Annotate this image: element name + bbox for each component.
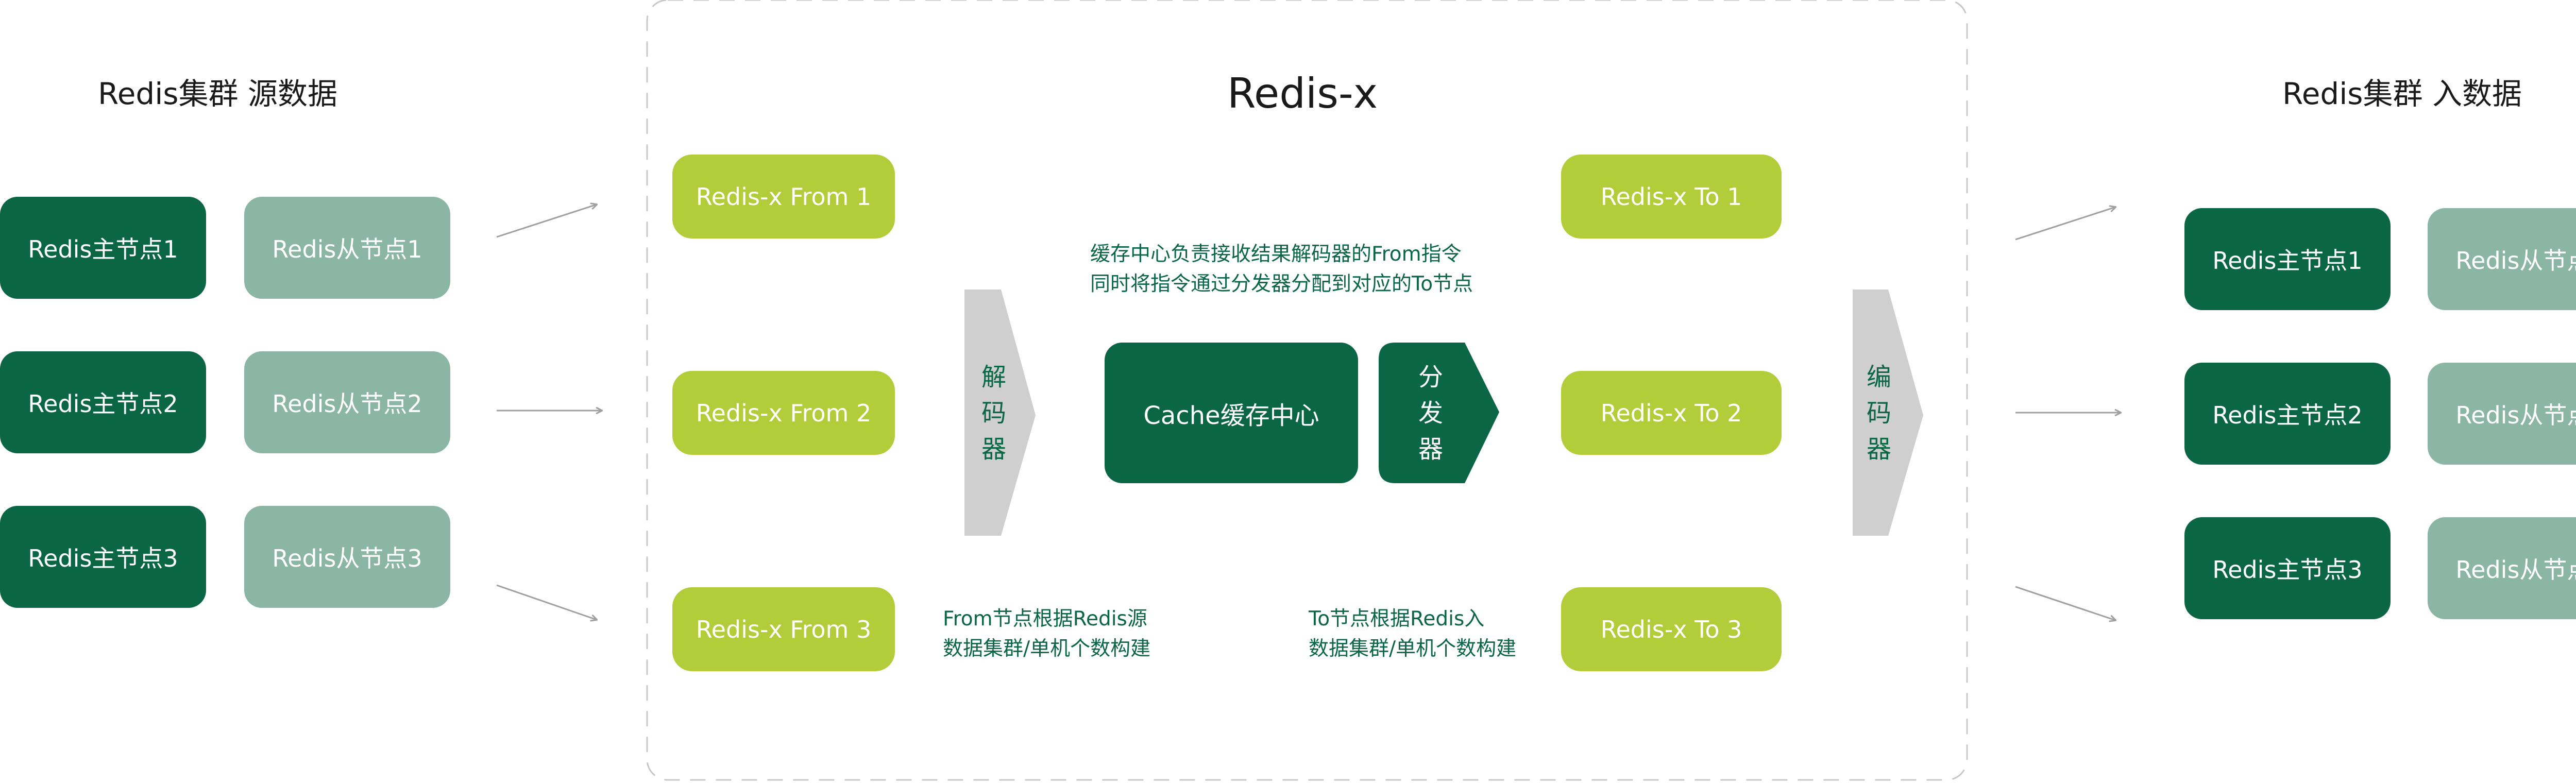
distributor-char-2: 发 [1418, 399, 1443, 428]
distributor-char-3: 器 [1418, 435, 1443, 464]
cache-note-line-1: 缓存中心负责接收结果解码器的From指令 [1090, 243, 1462, 266]
left-master-node-1: Redis主节点1 [0, 197, 206, 299]
right-master-node-2: Redis主节点2 [2184, 363, 2391, 465]
from-note: From节点根据Redis源 数据集群/单机个数构建 [943, 604, 1150, 664]
from-node-2: Redis-x From 2 [672, 371, 895, 455]
decoder-char-3: 器 [981, 435, 1006, 464]
to-note-line-1: To节点根据Redis入 [1309, 607, 1485, 631]
left-slave-node-1: Redis从节点1 [244, 197, 450, 299]
decoder-chevron [964, 290, 1036, 536]
from-node-1: Redis-x From 1 [672, 155, 895, 239]
right-slave-node-2: Redis从节点2 [2428, 363, 2576, 465]
left-master-node-3: Redis主节点3 [0, 506, 206, 608]
arrow-left-3 [496, 584, 597, 620]
left-slave-node-3: Redis从节点3 [244, 506, 450, 608]
arrow-right-1 [2015, 207, 2115, 241]
redis-x-container [646, 0, 1968, 781]
decoder-label: 解 码 器 [980, 359, 1008, 467]
from-note-line-1: From节点根据Redis源 [943, 607, 1147, 631]
to-node-3: Redis-x To 3 [1561, 587, 1782, 671]
encoder-char-3: 器 [1866, 435, 1891, 464]
distributor-label: 分 发 器 [1417, 359, 1445, 467]
right-master-node-3: Redis主节点3 [2184, 517, 2391, 619]
encoder-chevron [1853, 290, 1923, 536]
distributor-char-1: 分 [1418, 363, 1443, 392]
to-node-2: Redis-x To 2 [1561, 371, 1782, 455]
cache-center: Cache缓存中心 [1105, 343, 1358, 483]
cache-note: 缓存中心负责接收结果解码器的From指令 同时将指令通过分发器分配到对应的To节… [1090, 240, 1473, 299]
right-cluster-title: Redis集群 入数据 [2282, 76, 2522, 111]
right-master-node-1: Redis主节点1 [2184, 208, 2391, 310]
redis-x-title: Redis-x [1227, 70, 1378, 117]
encoder-label: 编 码 器 [1865, 359, 1893, 467]
left-slave-node-2: Redis从节点2 [244, 351, 450, 453]
encoder-char-2: 码 [1866, 399, 1891, 428]
arrow-right-3 [2015, 586, 2115, 620]
arrow-left-1 [496, 205, 597, 238]
from-node-3: Redis-x From 3 [672, 587, 895, 671]
encoder-char-1: 编 [1866, 363, 1891, 392]
right-slave-node-1: Redis从节点1 [2428, 208, 2576, 310]
decoder-char-1: 解 [981, 363, 1006, 392]
left-master-node-2: Redis主节点2 [0, 351, 206, 453]
cache-note-line-2: 同时将指令通过分发器分配到对应的To节点 [1090, 273, 1473, 296]
to-node-1: Redis-x To 1 [1561, 155, 1782, 239]
to-note-line-2: 数据集群/单机个数构建 [1309, 637, 1517, 660]
to-note: To节点根据Redis入 数据集群/单机个数构建 [1309, 604, 1516, 664]
distributor-shape [1379, 343, 1499, 483]
left-cluster-title: Redis集群 源数据 [98, 76, 337, 111]
from-note-line-2: 数据集群/单机个数构建 [943, 637, 1151, 660]
decoder-char-2: 码 [981, 399, 1006, 428]
right-slave-node-3: Redis从节点3 [2428, 517, 2576, 619]
